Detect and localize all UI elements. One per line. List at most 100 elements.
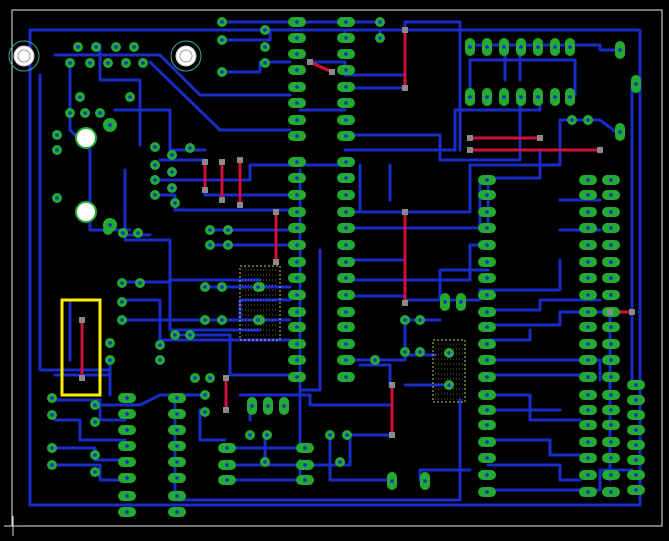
drill-hole <box>175 494 179 498</box>
drill-hole <box>220 20 224 24</box>
bottom-trace[interactable] <box>28 28 642 507</box>
bottom-trace[interactable] <box>418 468 472 482</box>
bottom-trace[interactable] <box>486 393 582 422</box>
bottom-trace[interactable] <box>486 328 532 342</box>
drill-hole <box>485 358 489 362</box>
bottom-trace[interactable] <box>118 298 292 342</box>
component-pads[interactable] <box>47 17 645 517</box>
bottom-trace[interactable] <box>358 363 392 387</box>
bottom-trace[interactable] <box>38 73 112 397</box>
bottom-trace[interactable] <box>486 358 602 382</box>
drill-hole <box>485 408 489 412</box>
via[interactable] <box>329 69 335 75</box>
drill-hole <box>634 473 638 477</box>
bottom-trace[interactable] <box>98 43 142 147</box>
bottom-trace[interactable] <box>223 433 392 467</box>
bottom-trace[interactable] <box>223 60 292 74</box>
drill-hole <box>485 342 489 346</box>
bottom-trace[interactable] <box>53 53 292 97</box>
via[interactable] <box>537 135 543 141</box>
drill-hole <box>208 228 212 232</box>
bottom-trace[interactable] <box>486 468 634 492</box>
bottom-trace[interactable] <box>148 60 292 132</box>
drill-hole <box>125 444 129 448</box>
via[interactable] <box>237 202 243 208</box>
via[interactable] <box>219 159 225 165</box>
drill-hole <box>485 226 489 230</box>
drill-hole <box>634 443 638 447</box>
via[interactable] <box>273 259 279 265</box>
drill-hole <box>170 170 174 174</box>
via[interactable] <box>402 300 408 306</box>
bottom-trace[interactable] <box>123 168 262 282</box>
via[interactable] <box>79 375 85 381</box>
drill-hole <box>390 479 394 483</box>
top-trace[interactable] <box>308 60 334 74</box>
via[interactable] <box>79 317 85 323</box>
bottom-trace[interactable] <box>298 248 322 392</box>
drill-hole <box>586 456 590 460</box>
drill-hole <box>344 210 348 214</box>
drill-hole <box>121 231 125 235</box>
drill-hole <box>586 375 590 379</box>
via[interactable] <box>237 157 243 163</box>
bottom-trace[interactable] <box>123 280 262 332</box>
drill-hole <box>586 325 590 329</box>
drill-hole <box>175 428 179 432</box>
bottom-trace[interactable] <box>468 58 577 97</box>
drill-hole <box>295 85 299 89</box>
bottom-trace[interactable] <box>328 433 397 482</box>
drill-hole <box>173 201 177 205</box>
bottom-trace[interactable] <box>178 333 292 377</box>
via[interactable] <box>202 187 208 193</box>
via[interactable] <box>202 159 208 165</box>
via[interactable] <box>402 85 408 91</box>
via[interactable] <box>607 309 613 315</box>
drill-hole <box>634 398 638 402</box>
via[interactable] <box>467 135 473 141</box>
bottom-trace[interactable] <box>486 463 582 482</box>
drill-hole <box>295 375 299 379</box>
drill-hole <box>203 393 207 397</box>
drill-hole <box>208 243 212 247</box>
via[interactable] <box>219 197 225 203</box>
via[interactable] <box>223 407 229 413</box>
bottom-trace[interactable] <box>53 463 127 482</box>
via[interactable] <box>307 59 313 65</box>
connector-hole[interactable] <box>75 127 97 149</box>
drill-hole <box>609 260 613 264</box>
drill-hole <box>50 446 54 450</box>
via[interactable] <box>389 432 395 438</box>
drill-hole <box>175 396 179 400</box>
drill-hole <box>295 193 299 197</box>
connector-hole[interactable] <box>75 201 97 223</box>
top-copper-traces[interactable] <box>80 28 634 437</box>
drill-hole <box>120 281 124 285</box>
drill-hole <box>141 61 145 65</box>
via[interactable] <box>467 147 473 153</box>
bottom-trace[interactable] <box>198 408 227 442</box>
via[interactable] <box>402 209 408 215</box>
via[interactable] <box>402 27 408 33</box>
via[interactable] <box>223 375 229 381</box>
silkscreen-outline <box>432 339 466 403</box>
bottom-trace[interactable] <box>486 298 602 312</box>
bottom-trace[interactable] <box>438 268 490 302</box>
via[interactable] <box>389 382 395 388</box>
via[interactable] <box>273 209 279 215</box>
bottom-trace[interactable] <box>53 398 127 422</box>
drill-hole <box>519 45 523 49</box>
drill-hole <box>344 193 348 197</box>
drill-hole <box>175 412 179 416</box>
bottom-trace[interactable] <box>486 438 582 457</box>
drill-hole <box>609 456 613 460</box>
bottom-trace[interactable] <box>53 418 127 442</box>
bottom-trace[interactable] <box>238 393 392 407</box>
via[interactable] <box>629 309 635 315</box>
bottom-trace[interactable] <box>223 28 292 42</box>
drill-hole <box>609 293 613 297</box>
via[interactable] <box>597 147 603 153</box>
drill-hole <box>634 383 638 387</box>
